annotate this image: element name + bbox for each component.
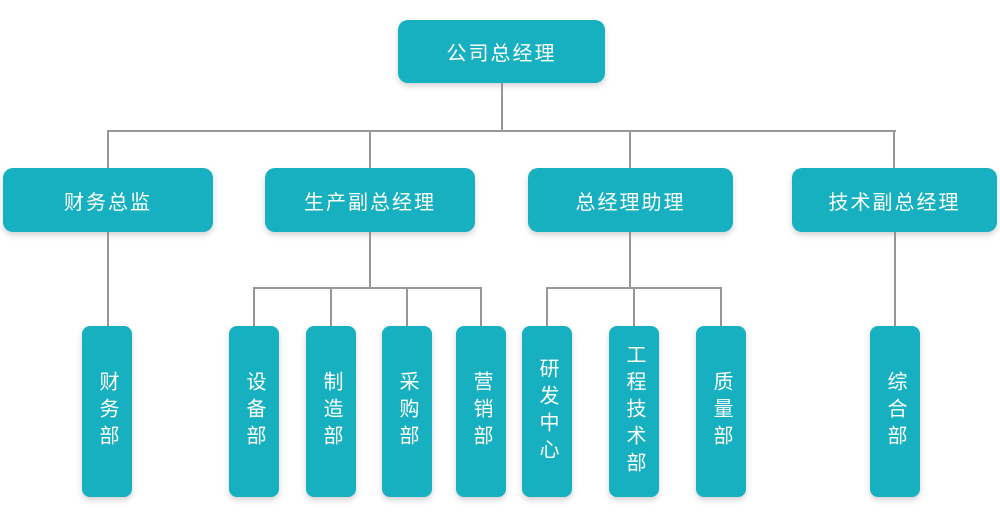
org-node-engineering-tech-dept: 工程技术部 xyxy=(609,326,659,497)
connector-drop-purchasing xyxy=(406,287,408,326)
connector-drop-engineering xyxy=(633,287,635,326)
org-node-label: 质量部 xyxy=(710,371,732,452)
org-node-quality-dept: 质量部 xyxy=(696,326,746,497)
org-node-marketing-dept: 营销部 xyxy=(456,326,506,497)
org-node-label: 设备部 xyxy=(243,371,265,452)
org-node-label: 研发中心 xyxy=(536,357,558,466)
connector-level1-rail xyxy=(107,130,896,132)
org-node-label: 工程技术部 xyxy=(623,344,645,479)
connector-general-dept xyxy=(894,232,896,326)
org-node-purchasing-dept: 采购部 xyxy=(382,326,432,497)
org-node-label: 营销部 xyxy=(470,371,492,452)
org-node-label: 财务总监 xyxy=(64,191,152,214)
org-node-manufacturing-dept: 制造部 xyxy=(306,326,356,497)
connector-production-trunk xyxy=(369,232,371,287)
connector-drop-finance-director xyxy=(107,130,109,168)
connector-root-drop xyxy=(501,82,503,130)
org-node-rnd-center: 研发中心 xyxy=(522,326,572,497)
connector-drop-gm-assistant xyxy=(629,130,631,168)
connector-drop-quality xyxy=(720,287,722,326)
org-node-label: 公司总经理 xyxy=(446,43,557,65)
org-node-label: 财务部 xyxy=(96,371,118,452)
org-node-general-manager: 公司总经理 xyxy=(398,20,605,83)
org-node-label: 生产副总经理 xyxy=(304,191,436,214)
connector-drop-marketing xyxy=(480,287,482,326)
connector-assistant-trunk xyxy=(629,232,631,287)
org-node-label: 制造部 xyxy=(320,371,342,452)
connector-drop-rnd-center xyxy=(546,287,548,326)
connector-drop-tech-vp xyxy=(893,130,895,168)
org-node-tech-vp: 技术副总经理 xyxy=(792,168,997,232)
org-node-production-vp: 生产副总经理 xyxy=(265,168,475,232)
org-node-equipment-dept: 设备部 xyxy=(229,326,279,497)
connector-finance-dept xyxy=(107,232,109,326)
connector-drop-production-vp xyxy=(369,130,371,168)
org-node-label: 采购部 xyxy=(396,371,418,452)
connector-production-rail xyxy=(253,287,482,289)
connector-drop-manufacturing xyxy=(330,287,332,326)
org-node-label: 综合部 xyxy=(884,371,906,452)
org-node-general-affairs-dept: 综合部 xyxy=(870,326,920,497)
org-node-label: 技术副总经理 xyxy=(828,191,961,214)
org-node-label: 总经理助理 xyxy=(575,191,686,214)
org-node-gm-assistant: 总经理助理 xyxy=(528,168,733,232)
org-node-finance-dept: 财务部 xyxy=(82,326,132,497)
org-node-finance-director: 财务总监 xyxy=(3,168,213,232)
connector-drop-equipment xyxy=(253,287,255,326)
